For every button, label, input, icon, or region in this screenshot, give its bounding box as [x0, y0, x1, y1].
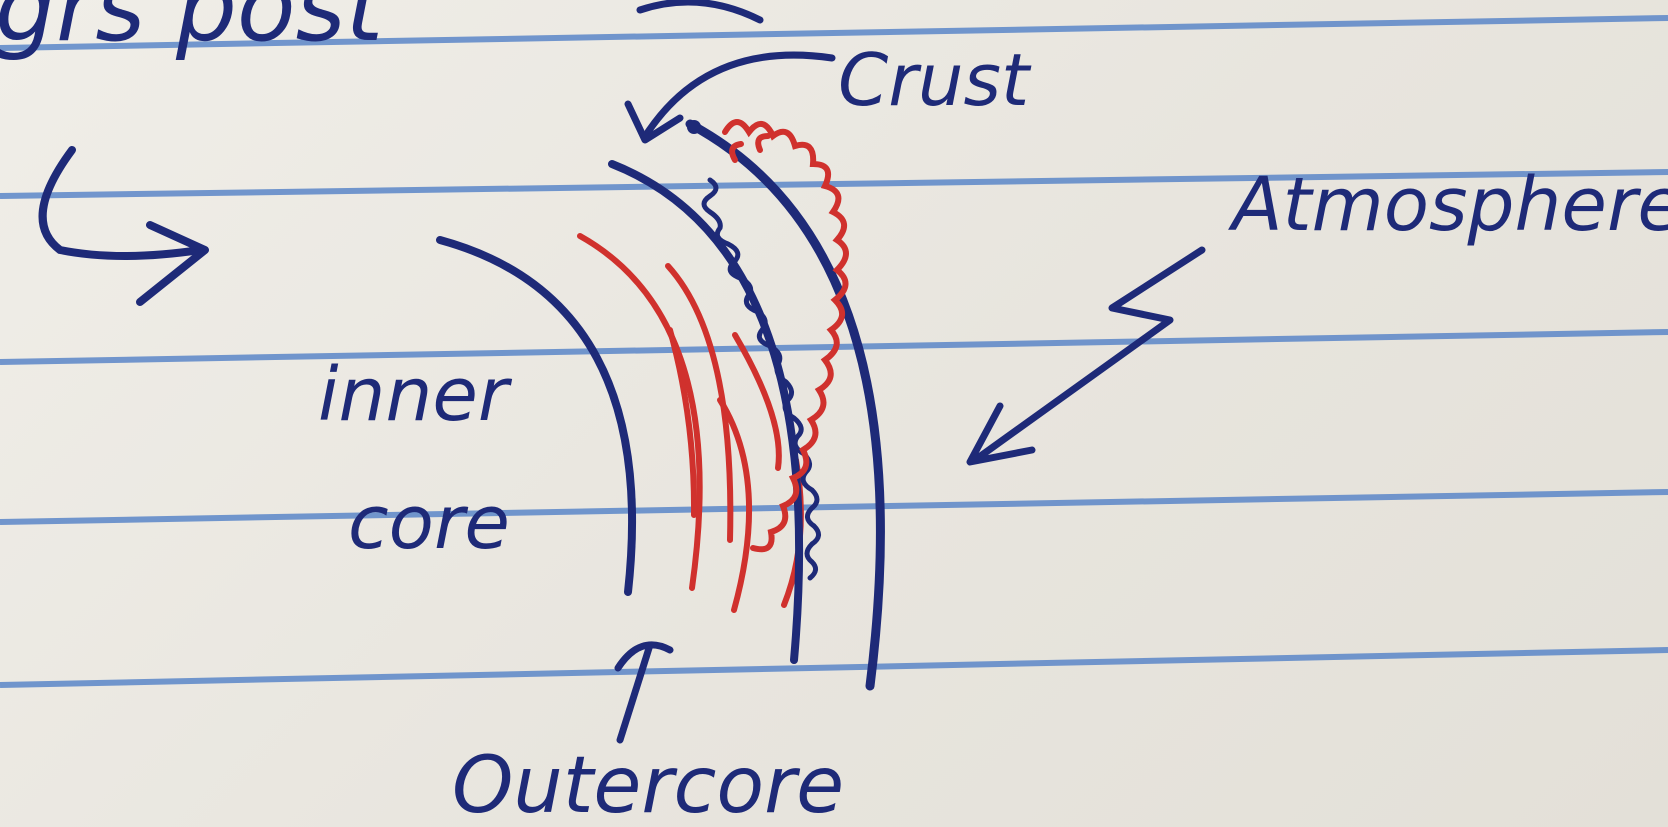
atmosphere-label: Atmosphere: [1228, 162, 1668, 248]
crust-dot: [687, 120, 701, 134]
rule-line: [0, 650, 1668, 685]
crust-label: Crust: [838, 38, 1032, 122]
top-scrawl: grs post: [0, 0, 760, 63]
atmosphere-arrow-icon: [970, 250, 1202, 462]
outer-core-arrow-icon: [618, 645, 670, 740]
inner-core-label-line2: core: [348, 480, 510, 566]
outer-core-strokes: [580, 236, 801, 610]
inner-core-label-line1: inner: [318, 352, 513, 438]
rule-line: [0, 492, 1668, 522]
outer-core-label: Outercore: [452, 741, 844, 827]
top-scrawl-text: grs post: [0, 0, 387, 63]
scrawl-stroke: [640, 2, 760, 20]
hook-arrow-icon: [43, 150, 205, 302]
